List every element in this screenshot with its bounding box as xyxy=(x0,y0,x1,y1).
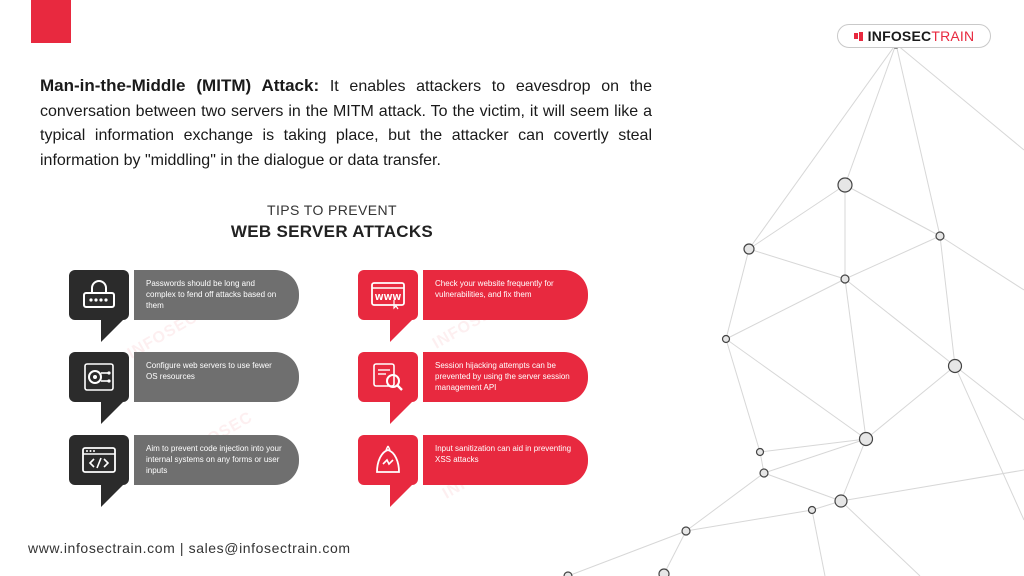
logo-mark-icon xyxy=(853,31,863,41)
card-pointer xyxy=(390,320,412,342)
tip-card: Configure web servers to use fewer OS re… xyxy=(69,352,299,424)
card-pointer xyxy=(390,402,412,424)
mitm-description: It enables attackers to eavesdrop on the… xyxy=(40,78,652,169)
tip-card: Passwords should be long and complex to … xyxy=(69,270,299,342)
tip-text: Aim to prevent code injection into your … xyxy=(134,435,299,485)
tip-card: Aim to prevent code injection into your … xyxy=(69,435,299,507)
logo-text-infosec: INFOSEC xyxy=(867,28,932,44)
infosectrain-logo: INFOSECTRAIN xyxy=(837,24,991,48)
tip-card: WWW Check your website frequently for vu… xyxy=(358,270,588,342)
tip-card: Session hijacking attempts can be preven… xyxy=(358,352,588,424)
code-window-icon xyxy=(69,435,129,485)
hacker-icon xyxy=(358,435,418,485)
tips-infographic: TIPS TO PREVENT WEB SERVER ATTACKS INFOS… xyxy=(29,177,635,533)
tip-text: Input sanitization can aid in preventing… xyxy=(423,435,588,485)
infographic-title-line2: WEB SERVER ATTACKS xyxy=(230,222,434,241)
svg-text:WWW: WWW xyxy=(375,293,402,302)
session-search-icon xyxy=(358,352,418,402)
card-pointer xyxy=(101,402,123,424)
www-browser-icon: WWW xyxy=(358,270,418,320)
footer-contact: www.infosectrain.com | sales@infosectrai… xyxy=(28,540,351,556)
tip-card: Input sanitization can aid in preventing… xyxy=(358,435,588,507)
gear-settings-icon xyxy=(69,352,129,402)
tip-text: Configure web servers to use fewer OS re… xyxy=(134,352,299,402)
card-pointer xyxy=(101,320,123,342)
tip-text: Session hijacking attempts can be preven… xyxy=(423,352,588,402)
tip-text: Passwords should be long and complex to … xyxy=(134,270,299,320)
red-accent-tab xyxy=(31,0,71,43)
logo-text-train: TRAIN xyxy=(931,28,975,44)
mitm-heading: Man-in-the-Middle (MITM) Attack: xyxy=(40,76,320,95)
infographic-title-line1: TIPS TO PREVENT xyxy=(267,202,397,218)
card-pointer xyxy=(390,485,412,507)
tip-text: Check your website frequently for vulner… xyxy=(423,270,588,320)
mitm-paragraph: Man-in-the-Middle (MITM) Attack: It enab… xyxy=(40,74,652,173)
card-pointer xyxy=(101,485,123,507)
password-icon xyxy=(69,270,129,320)
